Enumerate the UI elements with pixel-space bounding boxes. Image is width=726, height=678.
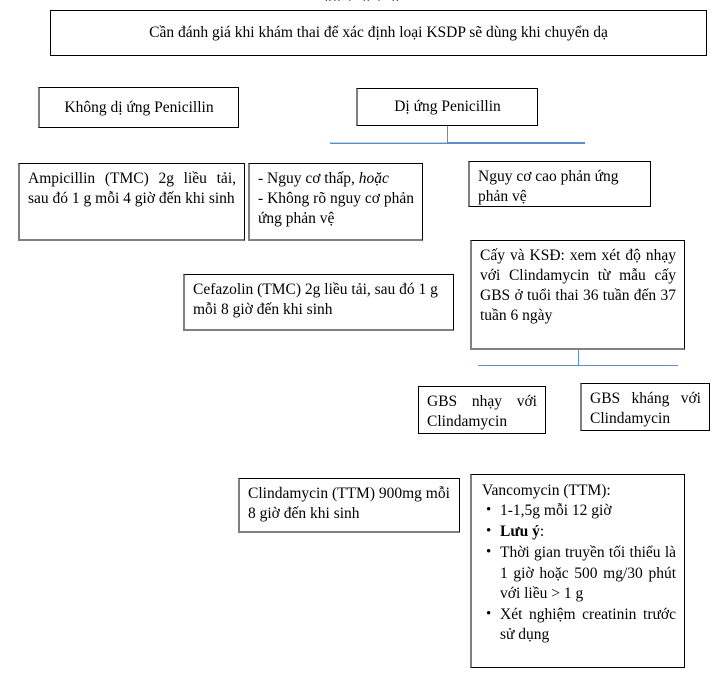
- node-clindamycin-treatment-label: Clindamycin (TTM) 900mg mỗi 8 giờ đến kh…: [248, 485, 450, 523]
- node-gbs-resistant-label: GBS kháng với Clindamycin: [590, 390, 701, 428]
- node-penicillin-allergy-label: Dị ứng Penicillin: [394, 98, 501, 116]
- cut-off-header-text: àợ g ô g ỗ: [0, 0, 726, 1]
- node-gbs-resistant: GBS kháng với Clindamycin: [580, 383, 710, 431]
- node-culture-antibiogram-label: Cấy và KSĐ: xem xét độ nhạy với Clindamy…: [480, 247, 676, 325]
- node-vancomycin-note-label: Lưu ý: [500, 523, 540, 541]
- node-vancomycin-bullet-dose: 1-1,5g mỗi 12 giờ: [486, 501, 676, 521]
- node-no-penicillin-allergy-label: Không dị ứng Penicillin: [64, 98, 214, 116]
- node-high-risk-anaphylaxis: Nguy cơ cao phản ứng phản vệ: [468, 161, 651, 207]
- node-vancomycin-bullet-infusion: Thời gian truyền tối thiểu là 1 giờ hoặc…: [486, 543, 676, 603]
- node-low-risk-line1: - Nguy cơ thấp, hoặc: [258, 169, 414, 189]
- node-no-penicillin-allergy: Không dị ứng Penicillin: [38, 87, 239, 128]
- node-penicillin-allergy: Dị ứng Penicillin: [356, 88, 538, 126]
- node-vancomycin-bullet-creatinine: Xét nghiệm creatinin trước sử dụng: [486, 605, 676, 645]
- node-vancomycin-bullet-list: 1-1,5g mỗi 12 giờ Lưu ý: Thời gian truyề…: [482, 501, 676, 645]
- node-gbs-sensitive: GBS nhạy với Clindamycin: [418, 386, 546, 434]
- node-vancomycin-note-heading: Lưu ý:: [486, 522, 676, 542]
- node-ampicillin-label: Ampicillin (TMC) 2g liều tải, sau đó 1 g…: [28, 170, 236, 208]
- connector-culture-stem: [578, 350, 579, 366]
- node-cefazolin-label: Cefazolin (TMC) 2g liều tải, sau đó 1 g …: [193, 281, 438, 319]
- node-ampicillin: Ampicillin (TMC) 2g liều tải, sau đó 1 g…: [18, 163, 245, 241]
- node-vancomycin-treatment: Vancomycin (TTM): 1-1,5g mỗi 12 giờ Lưu …: [470, 474, 685, 668]
- node-vancomycin-note-colon: :: [539, 523, 545, 541]
- node-cefazolin: Cefazolin (TMC) 2g liều tải, sau đó 1 g …: [183, 274, 454, 331]
- node-low-risk-line1-prefix: - Nguy cơ thấp,: [258, 170, 359, 187]
- node-clindamycin-treatment: Clindamycin (TTM) 900mg mỗi 8 giờ đến kh…: [238, 478, 460, 533]
- connector-allergy-bus-right: [447, 142, 585, 143]
- node-low-or-unknown-risk: - Nguy cơ thấp, hoặc - Không rõ nguy cơ …: [248, 163, 423, 241]
- node-root-assessment: Cần đánh giá khi khám thai để xác định l…: [50, 10, 707, 56]
- node-low-risk-line2: - Không rõ nguy cơ phản ứng phản vệ: [258, 190, 414, 228]
- connector-allergy-bus-mid: [330, 143, 585, 144]
- node-high-risk-anaphylaxis-label: Nguy cơ cao phản ứng phản vệ: [478, 168, 619, 206]
- node-gbs-sensitive-label: GBS nhạy với Clindamycin: [427, 393, 537, 431]
- node-low-risk-line1-italic: hoặc: [358, 170, 389, 187]
- connector-allergy-stem: [447, 126, 448, 143]
- node-culture-antibiogram: Cấy và KSĐ: xem xét độ nhạy với Clindamy…: [470, 240, 685, 350]
- node-vancomycin-heading: Vancomycin (TTM):: [482, 482, 611, 499]
- connector-culture-bus: [478, 365, 678, 366]
- node-root-label: Cần đánh giá khi khám thai để xác định l…: [149, 24, 608, 42]
